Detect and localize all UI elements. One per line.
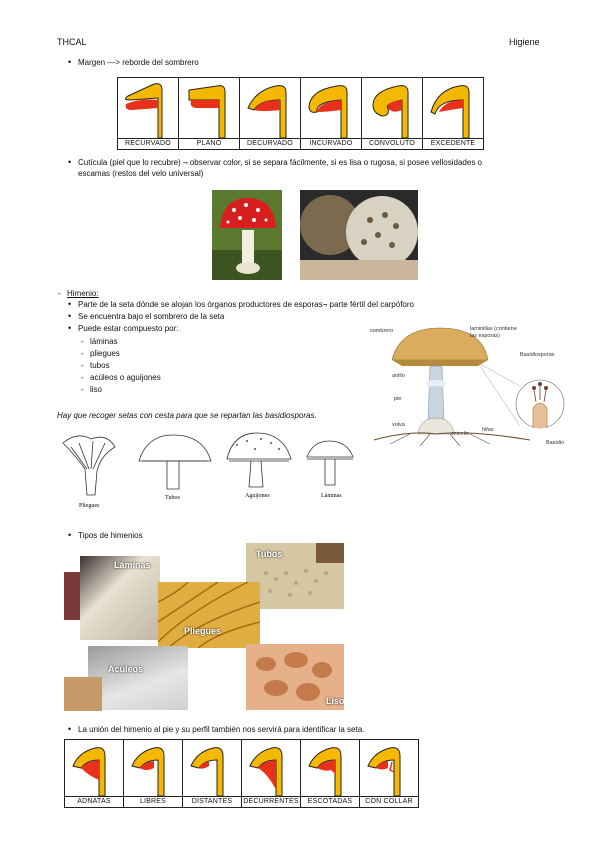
margen-panel-incurvado: INCURVADO	[300, 77, 361, 150]
amanita-photo	[212, 190, 282, 280]
label-esporas: las esporas)	[470, 333, 500, 339]
cap-photo	[300, 190, 418, 280]
margen-bullet: Margen —> reborde del sombrero	[68, 57, 199, 68]
himenio-bullet-2: Se encuentra bajo el sombrero de la seta	[68, 311, 224, 322]
union-panel-decurrentes: DECURRENTES	[241, 739, 300, 808]
union-shape-adnatas	[72, 747, 106, 796]
union-panel-con-collar: CON COLLAR	[359, 739, 419, 808]
union-shape-escotadas	[308, 747, 342, 796]
cuticula-line-2: escamas (restos del velo universal)	[78, 169, 204, 178]
drawing-label-tubos: Tubos	[165, 495, 180, 501]
margen-label-recurvado: RECURVADO	[118, 138, 178, 149]
margen-panels: RECURVADO PLANO DECURVADO INCURVADO CONV…	[117, 77, 484, 150]
union-label-escotadas: ESCOTADAS	[301, 796, 359, 807]
himenio-sub-3: tubos	[81, 360, 109, 371]
union-shape-con-collar	[367, 747, 401, 796]
margen-label-plano: PLANO	[179, 138, 239, 149]
union-shape-distantes	[190, 747, 224, 796]
tipos-label-pliegues: Pliegues	[184, 626, 222, 636]
label-basidiosporas: Basidiosporas	[520, 352, 555, 358]
union-panel-escotadas: ESCOTADAS	[300, 739, 359, 808]
tipos-label-liso: Liso	[326, 696, 344, 706]
himenio-bullet-3: Puede estar compuesto por:	[68, 323, 178, 334]
himenio-bullet-1: Parte de la seta dónde se alojan los órg…	[68, 299, 414, 310]
union-bullet: La unión del himenio al pie y su perfil …	[68, 724, 364, 735]
aculeos-detail-photo	[64, 677, 102, 711]
aculeos-photo: Acúleos	[88, 646, 188, 710]
tipos-bullet: Tipos de himenios	[68, 530, 143, 541]
margen-label-excedente: EXCEDENTE	[423, 138, 483, 149]
union-label-adnatas: ADNATAS	[65, 796, 123, 807]
union-panel-distantes: DISTANTES	[182, 739, 241, 808]
tubos-photo: Tubos	[246, 543, 344, 609]
margen-shape-recurvado	[118, 78, 178, 138]
label-basidio: Basidio	[546, 440, 564, 446]
himenio-sub-4: acúleos o aguijones	[81, 372, 161, 383]
header-left: THCAL	[57, 37, 87, 47]
margen-panel-convoluto: CONVOLUTO	[361, 77, 422, 150]
margen-panel-decurvado: DECURVADO	[239, 77, 300, 150]
himenio-title: Himenio:	[58, 288, 98, 299]
label-volva: volva	[392, 422, 406, 428]
label-micelio: micelio	[452, 431, 469, 437]
margen-panel-excedente: EXCEDENTE	[422, 77, 484, 150]
union-panel-libres: LIBRES	[123, 739, 182, 808]
laminas-photo: Láminas	[80, 556, 160, 640]
cuticula-bullet: Cutícula (piel que lo recubre) ¬ observa…	[68, 157, 548, 179]
hymenium-drawings: Pliegues Tubos Aguijones Láminas	[62, 432, 354, 509]
margen-label-decurvado: DECURVADO	[240, 138, 300, 149]
label-pie: pie	[394, 396, 401, 402]
margen-panel-recurvado: RECURVADO	[117, 77, 178, 150]
header-right: Higiene	[509, 37, 540, 47]
margen-shape-excedente	[430, 85, 470, 138]
drawing-label-aguijones: Aguijones	[245, 493, 270, 499]
himenio-sub-1: láminas	[81, 336, 117, 347]
himenio-sub-5: liso	[81, 384, 102, 395]
margen-shape-convoluto	[372, 85, 409, 138]
union-shape-libres	[131, 747, 165, 796]
tipos-label-tubos: Tubos	[256, 549, 283, 559]
label-laminillas: laminillas (contiene	[470, 326, 517, 332]
margen-shape-plano	[188, 85, 226, 138]
union-label-con-collar: CON COLLAR	[360, 796, 418, 807]
drawing-label-pliegues: Pliegues	[79, 503, 100, 509]
tipos-label-laminas: Láminas	[114, 560, 151, 570]
liso-photo: Liso	[246, 644, 344, 710]
union-shape-decurrentes	[249, 747, 283, 796]
margen-label-incurvado: INCURVADO	[301, 138, 361, 149]
label-sombrero: sombrero	[370, 328, 393, 334]
cuticula-line-1: Cutícula (piel que lo recubre) ¬ observa…	[78, 158, 482, 167]
union-label-distantes: DISTANTES	[183, 796, 241, 807]
union-panels: ADNATAS LIBRES DISTANTES DECURRENTES ESC…	[64, 739, 419, 808]
mushroom-anatomy-diagram: sombrero laminillas (contiene las espora…	[370, 326, 565, 447]
margen-shape-incurvado	[308, 85, 348, 138]
drawing-label-laminas: Láminas	[321, 493, 342, 499]
union-label-libres: LIBRES	[124, 796, 182, 807]
label-hifas: hifas	[482, 427, 494, 433]
margen-label-convoluto: CONVOLUTO	[362, 138, 422, 149]
margen-shape-decurvado	[247, 85, 287, 138]
himenio-note: Hay que recoger setas con cesta para que…	[57, 411, 317, 420]
union-panel-adnatas: ADNATAS	[64, 739, 123, 808]
union-label-decurrentes: DECURRENTES	[242, 796, 300, 805]
pliegues-photo: Pliegues	[158, 582, 260, 648]
margen-panel-plano: PLANO	[178, 77, 239, 150]
tipos-label-aculeos: Acúleos	[108, 664, 144, 674]
label-anillo: anillo	[392, 373, 405, 379]
himenio-sub-2: pliegues	[81, 348, 120, 359]
